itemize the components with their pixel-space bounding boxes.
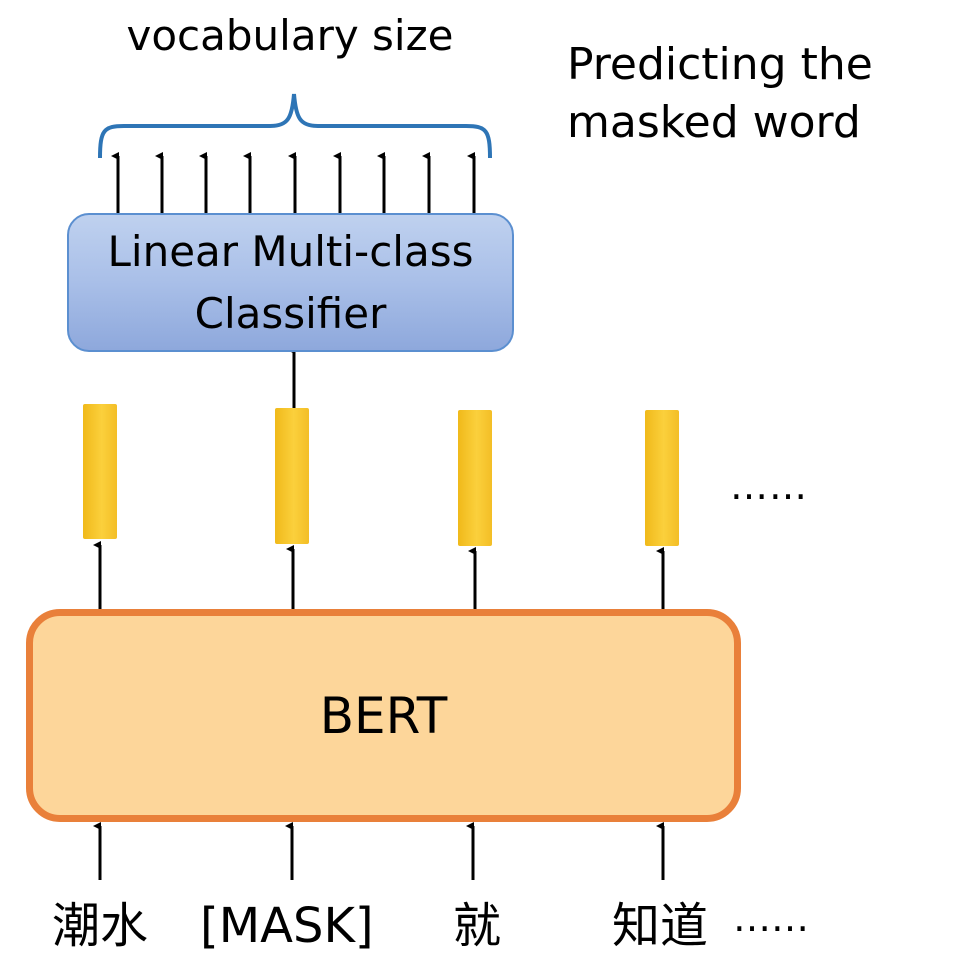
- bert-output-arrows: [93, 541, 665, 609]
- caption-text: Predicting the masked word: [567, 39, 873, 148]
- mask-embedding-vector: [275, 408, 309, 544]
- input-token: 潮水: [52, 898, 149, 954]
- input-token: 知道: [612, 898, 709, 954]
- classifier-box: Linear Multi-class Classifier: [67, 213, 514, 352]
- token-input-arrows: [93, 822, 665, 880]
- embedding-vector: [458, 410, 492, 546]
- classifier-label: Linear Multi-class Classifier: [107, 226, 474, 338]
- embedding-vector: [83, 404, 117, 539]
- tokens-ellipsis: ……: [733, 896, 809, 940]
- embedding-vector: [645, 410, 679, 546]
- bert-box: BERT: [26, 609, 741, 822]
- bert-label: BERT: [319, 686, 448, 745]
- input-token-mask: [MASK]: [200, 898, 374, 954]
- input-token: 就: [453, 898, 502, 954]
- output-arrows: [111, 152, 476, 213]
- embeddings-ellipsis: ……: [730, 464, 808, 508]
- vocabulary-size-label: vocabulary size: [126, 11, 454, 60]
- vocabulary-brace: [98, 93, 492, 159]
